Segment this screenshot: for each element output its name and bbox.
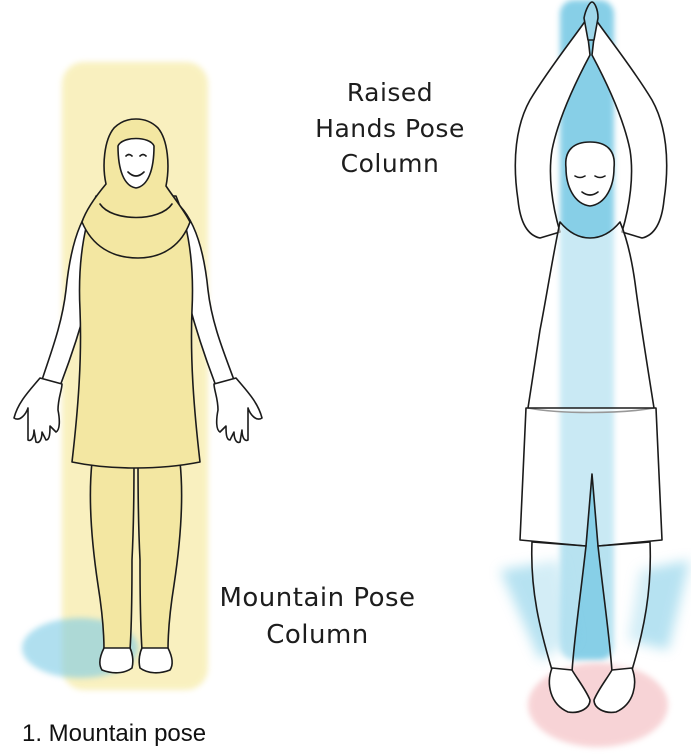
raised-label-line-1: Raised — [305, 75, 475, 111]
mountain-label-line-1: Mountain Pose — [195, 580, 440, 617]
mountain-label-line-2: Column — [195, 617, 440, 654]
man-tank-top — [528, 222, 654, 413]
mountain-pose-label: Mountain Pose Column — [195, 580, 440, 654]
woman-right-hand — [214, 378, 262, 442]
raised-label-line-3: Column — [305, 146, 475, 182]
woman-left-hand — [14, 378, 62, 442]
figure-caption: 1. Mountain pose — [22, 720, 206, 748]
woman-left-foot — [100, 648, 133, 673]
woman-right-foot — [139, 648, 172, 673]
raised-hands-pose-label: Raised Hands Pose Column — [305, 75, 475, 182]
raised-label-line-2: Hands Pose — [305, 111, 475, 147]
